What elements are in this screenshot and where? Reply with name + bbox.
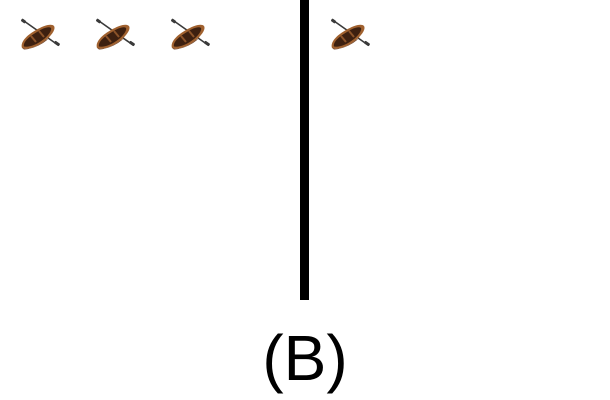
right-boat-group — [310, 0, 610, 300]
option-label: (B) — [262, 322, 348, 394]
rowboat-icon — [328, 18, 372, 52]
rowboat-icon — [93, 18, 137, 52]
rowboat-icon — [168, 18, 212, 52]
divider-line — [300, 0, 309, 300]
left-boat-group — [0, 0, 300, 300]
left-boat-row — [18, 18, 212, 52]
rowboat-icon — [18, 18, 62, 52]
right-boat-row — [328, 18, 372, 52]
